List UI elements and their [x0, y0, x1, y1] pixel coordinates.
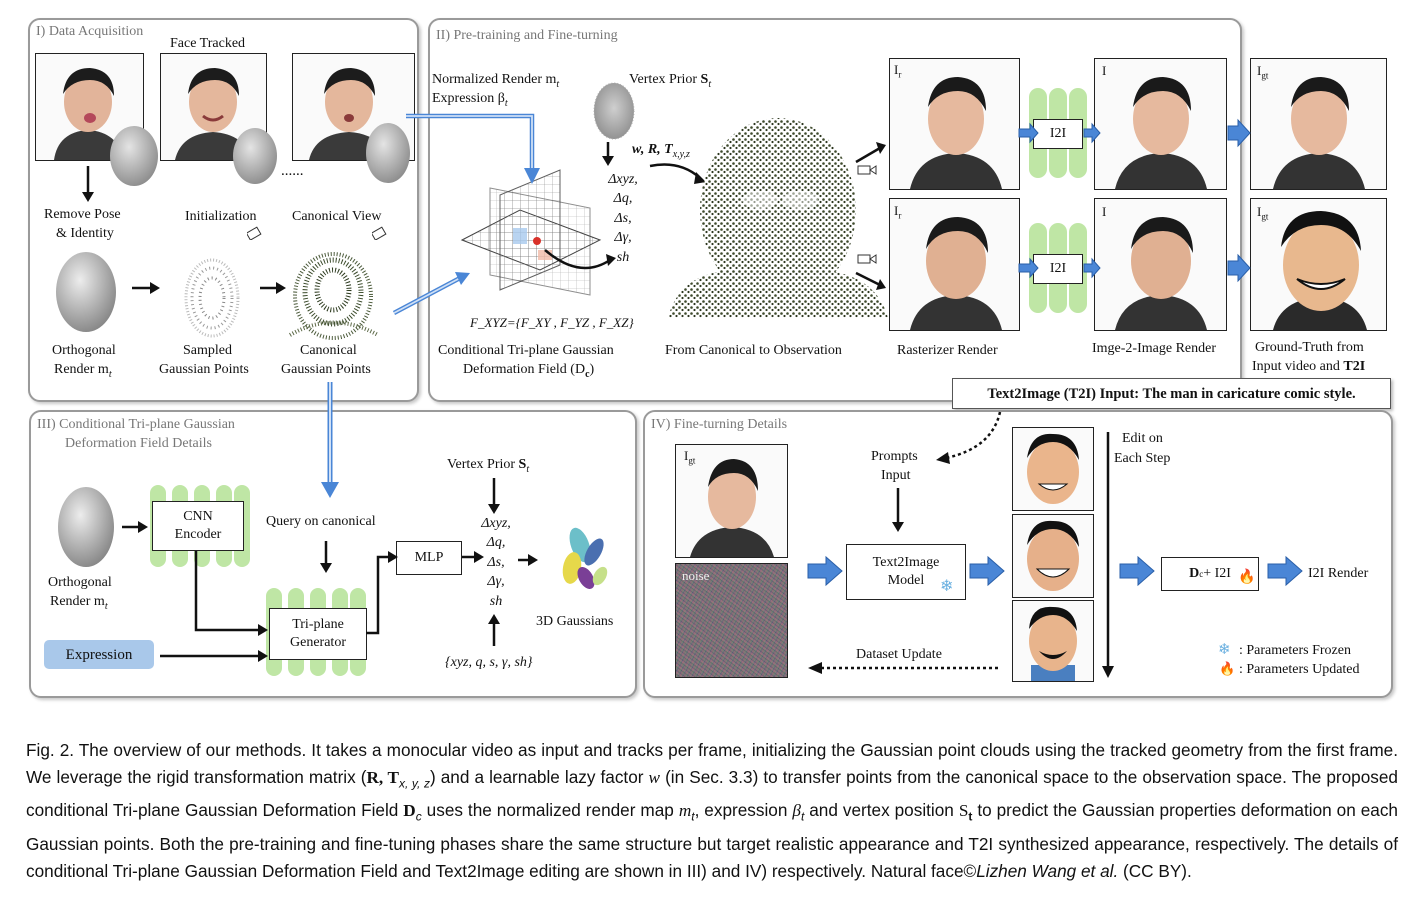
i2i-box-top: I2I	[1033, 119, 1083, 149]
remove-pose-label-2: & Identity	[56, 226, 114, 241]
gt-render-bottom	[1250, 198, 1387, 331]
delta-q: Δq,	[613, 191, 633, 207]
mlp-box: MLP	[396, 541, 462, 575]
expression-beta-label: Expression βt	[432, 91, 508, 109]
canonical-label-1: Canonical	[300, 343, 357, 358]
deltas-column-3: Δxyz, Δq, Δs, Δγ, sh	[470, 514, 522, 611]
delta-q: Δq,	[486, 535, 506, 551]
ground-truth-label-1: Ground-Truth from	[1255, 340, 1364, 355]
deltas-column: Δxyz, Δq, Δs, Δγ, sh	[598, 170, 648, 267]
ortho-render-label-2: Render mt	[54, 362, 112, 380]
updated-legend-label: : Parameters Updated	[1239, 662, 1360, 677]
expression-box: Expression	[44, 640, 154, 669]
noise-label: noise	[682, 568, 710, 583]
initialization-label: Initialization	[185, 209, 257, 224]
ground-truth-label-2: Input video and T2I	[1252, 359, 1366, 374]
ortho-render-label-3b: Render mt	[50, 594, 108, 612]
delta-sh: sh	[489, 593, 503, 609]
ortho-render-label-3a: Orthogonal	[48, 575, 112, 590]
edit-each-step-label-1: Edit on	[1122, 431, 1163, 446]
i-label-top: I	[1102, 63, 1107, 78]
3d-gaussians-label: 3D Gaussians	[536, 614, 614, 629]
fxyz-formula: F_XYZ={F_XY , F_YZ , F_XZ}	[470, 315, 634, 330]
delta-sh: sh	[616, 249, 630, 265]
i2i-render-bottom	[1094, 198, 1227, 331]
caricature-2	[1012, 514, 1094, 598]
i2i-box-bottom: I2I	[1033, 254, 1083, 284]
dots-label: ......	[281, 163, 304, 179]
snowflake-legend-icon: ❄	[1218, 642, 1231, 658]
vertex-prior-label-3: Vertex Prior St	[447, 457, 530, 475]
face-photo-3	[292, 53, 415, 161]
rasterizer-render-label: Rasterizer Render	[897, 343, 998, 358]
noise-image	[675, 563, 788, 678]
prompts-input-label-2: Input	[881, 468, 911, 483]
panel-title-3a: III) Conditional Tri-plane Gaussian	[37, 417, 235, 432]
panel-title-2: II) Pre-training and Fine-turning	[436, 28, 618, 43]
caricature-3	[1012, 600, 1094, 682]
edit-each-step-label-2: Each Step	[1114, 451, 1171, 466]
face-photo-2	[160, 53, 267, 161]
vertex-prior-label: Vertex Prior St	[629, 72, 712, 90]
sampled-label-2: Gaussian Points	[159, 362, 249, 377]
camera-icon	[245, 226, 263, 241]
figure-caption: Fig. 2. The overview of our methods. It …	[26, 740, 1398, 881]
face-photo-1	[35, 53, 144, 161]
i2i-render-top	[1094, 58, 1227, 190]
t2i-input-banner: Text2Image (T2I) Input: The man in caric…	[952, 378, 1391, 409]
gt-render-top	[1250, 58, 1387, 190]
camera-icon	[370, 226, 388, 241]
params-label: {xyz, q, s, γ, sh}	[445, 655, 533, 670]
cond-triplane-label-2: Deformation Field (Dc)	[463, 362, 595, 380]
transform-label: w, R, Tx,y,z	[632, 142, 690, 160]
face-tracked-label: Face Tracked	[170, 36, 246, 51]
panel-title-3b: Deformation Field Details	[65, 436, 212, 451]
ir-label-bottom: Ir	[894, 203, 902, 221]
ir-label-top: Ir	[894, 62, 902, 80]
igt-photo	[675, 444, 788, 558]
img2img-render-label: Imge-2-Image Render	[1092, 341, 1216, 356]
from-canonical-label: From Canonical to Observation	[665, 343, 842, 358]
cond-triplane-label-1: Conditional Tri-plane Gaussian	[438, 343, 614, 358]
dataset-update-label: Dataset Update	[856, 647, 942, 662]
flame-icon: 🔥	[1238, 570, 1256, 585]
snowflake-icon: ❄	[940, 578, 954, 595]
canonical-view-label: Canonical View	[292, 209, 382, 224]
remove-pose-label-1: Remove Pose	[44, 207, 121, 222]
normalized-render-label: Normalized Render mt	[432, 72, 560, 90]
ortho-render-label-1: Orthogonal	[52, 343, 116, 358]
igt-label-p4: Igt	[684, 448, 696, 466]
rasterizer-render-bottom	[889, 198, 1020, 331]
prompts-input-label-1: Prompts	[871, 449, 918, 464]
delta-gamma: Δγ,	[614, 230, 632, 246]
delta-gamma: Δγ,	[487, 574, 505, 590]
frozen-legend-label: : Parameters Frozen	[1239, 643, 1351, 658]
i-label-bottom: I	[1102, 204, 1107, 219]
flame-legend-icon: 🔥	[1219, 661, 1236, 676]
sampled-label-1: Sampled	[183, 343, 232, 358]
delta-s: Δs,	[614, 210, 632, 226]
panel-title-4: IV) Fine-turning Details	[651, 417, 788, 432]
query-canonical-label: Query on canonical	[266, 514, 376, 529]
delta-xyz: Δxyz,	[608, 172, 638, 187]
delta-xyz: Δxyz,	[481, 516, 511, 531]
rasterizer-render-top	[889, 58, 1020, 190]
i2i-render-label: I2I Render	[1308, 566, 1369, 581]
caricature-1	[1012, 427, 1094, 511]
canonical-label-2: Gaussian Points	[281, 362, 371, 377]
igt-label-bottom: Igt	[1257, 204, 1269, 222]
panel-title-1: I) Data Acquisition	[36, 24, 144, 39]
igt-label-top: Igt	[1257, 63, 1269, 81]
delta-s: Δs,	[487, 554, 505, 570]
